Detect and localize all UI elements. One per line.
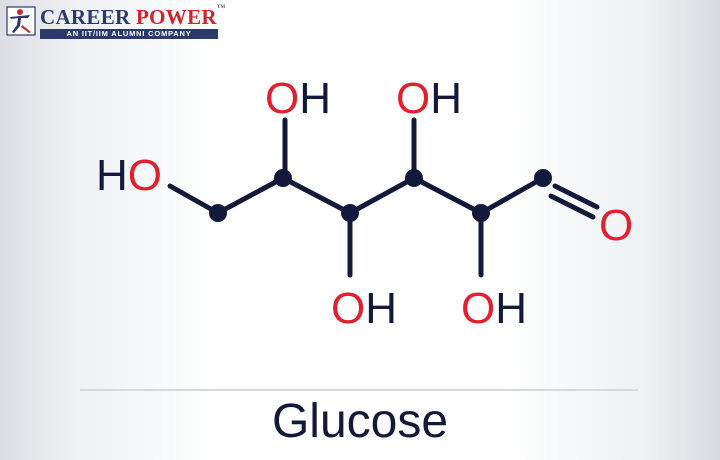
bonds <box>167 117 600 278</box>
brand-word-power: POWER <box>136 5 217 29</box>
runner-icon <box>6 6 36 36</box>
group-oh-c4: OH <box>396 74 462 123</box>
bond-c4-c5 <box>411 175 484 216</box>
brand-tagline: AN IIT/IIM ALUMNI COMPANY <box>40 29 218 39</box>
career-power-logo: CAREER POWERTM AN IIT/IIM ALUMNI COMPANY <box>4 4 225 42</box>
bond-o1-c1 <box>167 183 221 216</box>
brand-word-career: CAREER <box>40 5 131 29</box>
trademark: TM <box>216 5 226 10</box>
double-bond-a <box>552 183 600 210</box>
carbon-3 <box>341 204 359 222</box>
bond-c2-c3 <box>280 175 353 216</box>
brand-name: CAREER POWERTM <box>40 5 226 30</box>
bond-c1-c2 <box>215 175 286 216</box>
carbon-6 <box>534 169 552 187</box>
group-oh-c3: OH <box>331 284 397 333</box>
double-bond-b <box>548 193 596 220</box>
caption-divider <box>80 389 638 391</box>
carbon-5 <box>472 204 490 222</box>
carbon-atoms <box>209 169 552 222</box>
group-oh-c5: OH <box>461 284 527 333</box>
group-oh-c2: OH <box>265 74 331 123</box>
carbon-1 <box>209 204 227 222</box>
molecule-name-caption: Glucose <box>271 395 449 448</box>
bond-c5-c6 <box>478 175 546 216</box>
carbon-4 <box>405 169 423 187</box>
bond-c3-c4 <box>347 175 417 216</box>
group-ho-left: HO <box>96 151 162 200</box>
carbon-2 <box>274 169 292 187</box>
group-aldehyde-o: O <box>599 201 633 250</box>
